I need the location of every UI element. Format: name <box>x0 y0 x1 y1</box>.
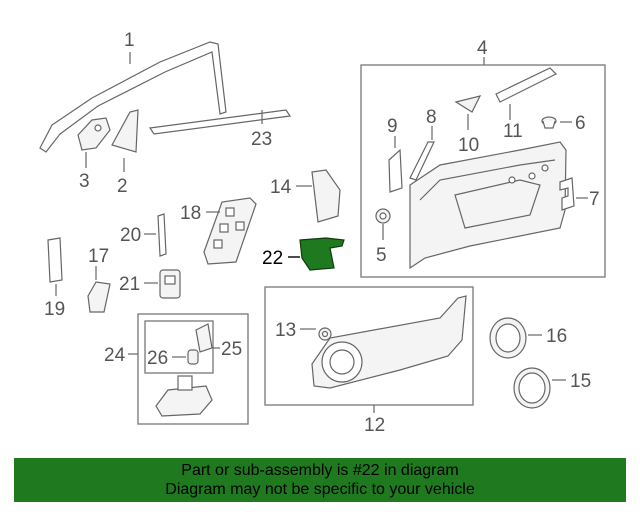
part-10-trim-piece[interactable] <box>454 95 482 113</box>
part-11-upper-trim[interactable] <box>495 67 558 103</box>
callout-17[interactable]: 17 <box>88 246 109 267</box>
callout-22[interactable]: 22 <box>262 248 283 269</box>
part-info-banner: Part or sub-assembly is #22 in diagram D… <box>14 458 626 502</box>
part-5-fastener[interactable] <box>375 208 391 224</box>
callout-6[interactable]: 6 <box>575 113 586 134</box>
callout-13[interactable]: 13 <box>275 320 296 341</box>
part-19-trim-strip[interactable] <box>47 237 63 283</box>
callout-2[interactable]: 2 <box>117 176 128 197</box>
callout-23[interactable]: 23 <box>251 129 272 150</box>
banner-line-2: Diagram may not be specific to your vehi… <box>165 481 475 498</box>
callout-25[interactable]: 25 <box>221 339 242 360</box>
callout-15[interactable]: 15 <box>570 371 591 392</box>
group-box-4 <box>360 64 606 278</box>
part-26-bulb[interactable] <box>187 349 199 365</box>
part-9-trim-strip[interactable] <box>388 148 403 193</box>
group-box-12 <box>264 286 474 406</box>
part-8-rod[interactable] <box>409 141 435 181</box>
part-14-mirror-cover[interactable] <box>311 169 341 223</box>
callout-4[interactable]: 4 <box>477 38 488 59</box>
part-15-speaker-seal[interactable] <box>513 367 551 409</box>
callout-12[interactable]: 12 <box>364 415 385 436</box>
callout-16[interactable]: 16 <box>546 326 567 347</box>
callout-8[interactable]: 8 <box>426 107 437 128</box>
part-20-switch-bezel[interactable] <box>157 213 167 257</box>
callout-5[interactable]: 5 <box>376 245 387 266</box>
callout-11[interactable]: 11 <box>503 121 523 142</box>
callout-1[interactable]: 1 <box>124 30 135 51</box>
part-17-switch[interactable] <box>87 281 111 313</box>
part-24-lamp-housing[interactable] <box>155 375 213 417</box>
callout-9[interactable]: 9 <box>387 116 398 137</box>
part-3-bracket[interactable] <box>77 117 111 151</box>
callout-24[interactable]: 24 <box>104 345 126 366</box>
banner-line-1: Part or sub-assembly is #22 in diagram <box>181 462 459 479</box>
callout-26[interactable]: 26 <box>147 348 168 369</box>
callout-20[interactable]: 20 <box>120 225 141 246</box>
part-22-highlighted[interactable] <box>299 237 345 271</box>
part-25-switch[interactable] <box>195 323 213 353</box>
part-7-bracket[interactable] <box>559 177 575 211</box>
part-4-door-panel[interactable] <box>409 141 567 270</box>
callout-3[interactable]: 3 <box>79 171 90 192</box>
part-21-switch[interactable] <box>159 269 181 299</box>
callout-19[interactable]: 19 <box>44 299 65 320</box>
callout-10[interactable]: 10 <box>458 135 479 156</box>
group-box-24 <box>137 313 249 425</box>
part-2-mirror-trim[interactable] <box>111 109 139 153</box>
part-18-window-switch[interactable] <box>203 197 257 265</box>
part-6-clip[interactable] <box>541 116 557 129</box>
part-1-window-frame[interactable] <box>39 41 227 153</box>
part-12-lower-trim-panel[interactable] <box>311 295 467 389</box>
part-16-speaker-ring[interactable] <box>489 317 527 359</box>
part-23-belt-molding[interactable] <box>148 109 292 135</box>
callout-14[interactable]: 14 <box>270 177 292 198</box>
callout-7[interactable]: 7 <box>589 189 600 210</box>
callout-18[interactable]: 18 <box>180 203 201 224</box>
part-13-fastener[interactable] <box>318 327 332 341</box>
callout-21[interactable]: 21 <box>119 274 140 295</box>
group-box-25 <box>144 320 214 374</box>
